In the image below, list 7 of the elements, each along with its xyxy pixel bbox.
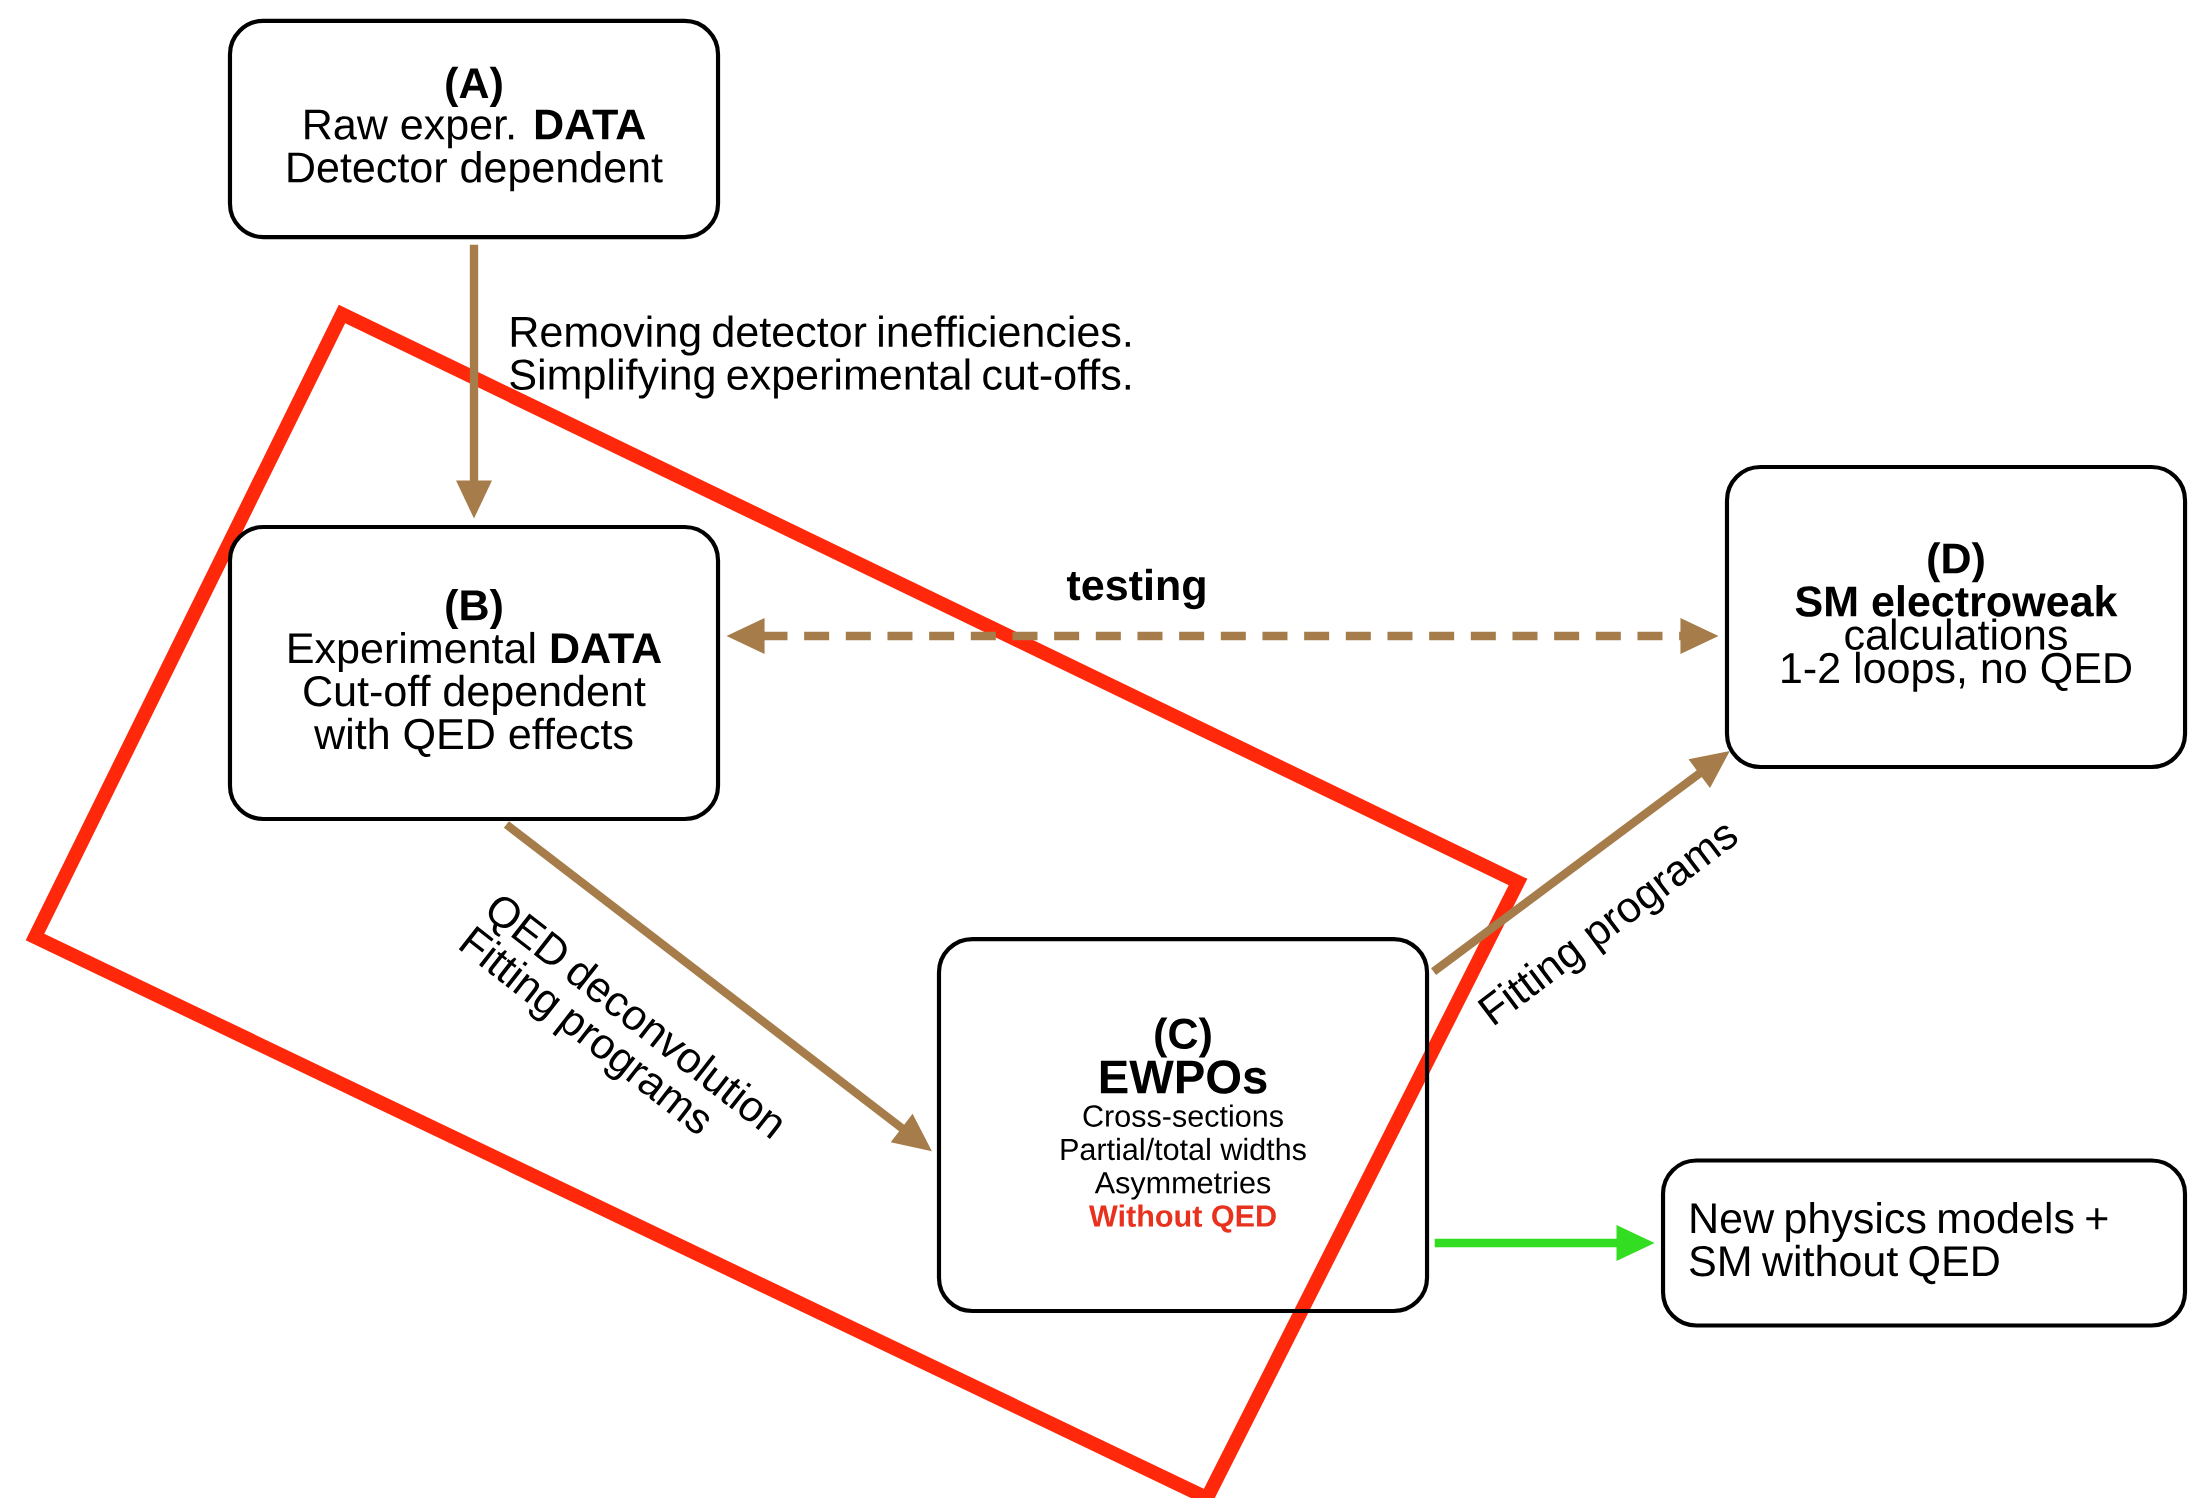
- process-box: (B) Experimental DATA Cut-off dependent with QED effects: [227, 524, 721, 822]
- process-box: (D) SM electroweak calculations 1-2 loops, no QED: [1724, 464, 2188, 770]
- process-box: (C) EWPOs Cross-sections Partial/total widths Asymmetries Without QED: [936, 936, 1430, 1314]
- edge-label: testing: [1066, 568, 1205, 610]
- process-box: (A) Raw exper. DATA Detector dependent: [227, 18, 721, 240]
- process-box: New physics models + SM without QED: [1660, 1158, 2188, 1328]
- edge-label: Removing detector inefficiencies. Simplifying experimental cut-offs.: [510, 315, 1130, 399]
